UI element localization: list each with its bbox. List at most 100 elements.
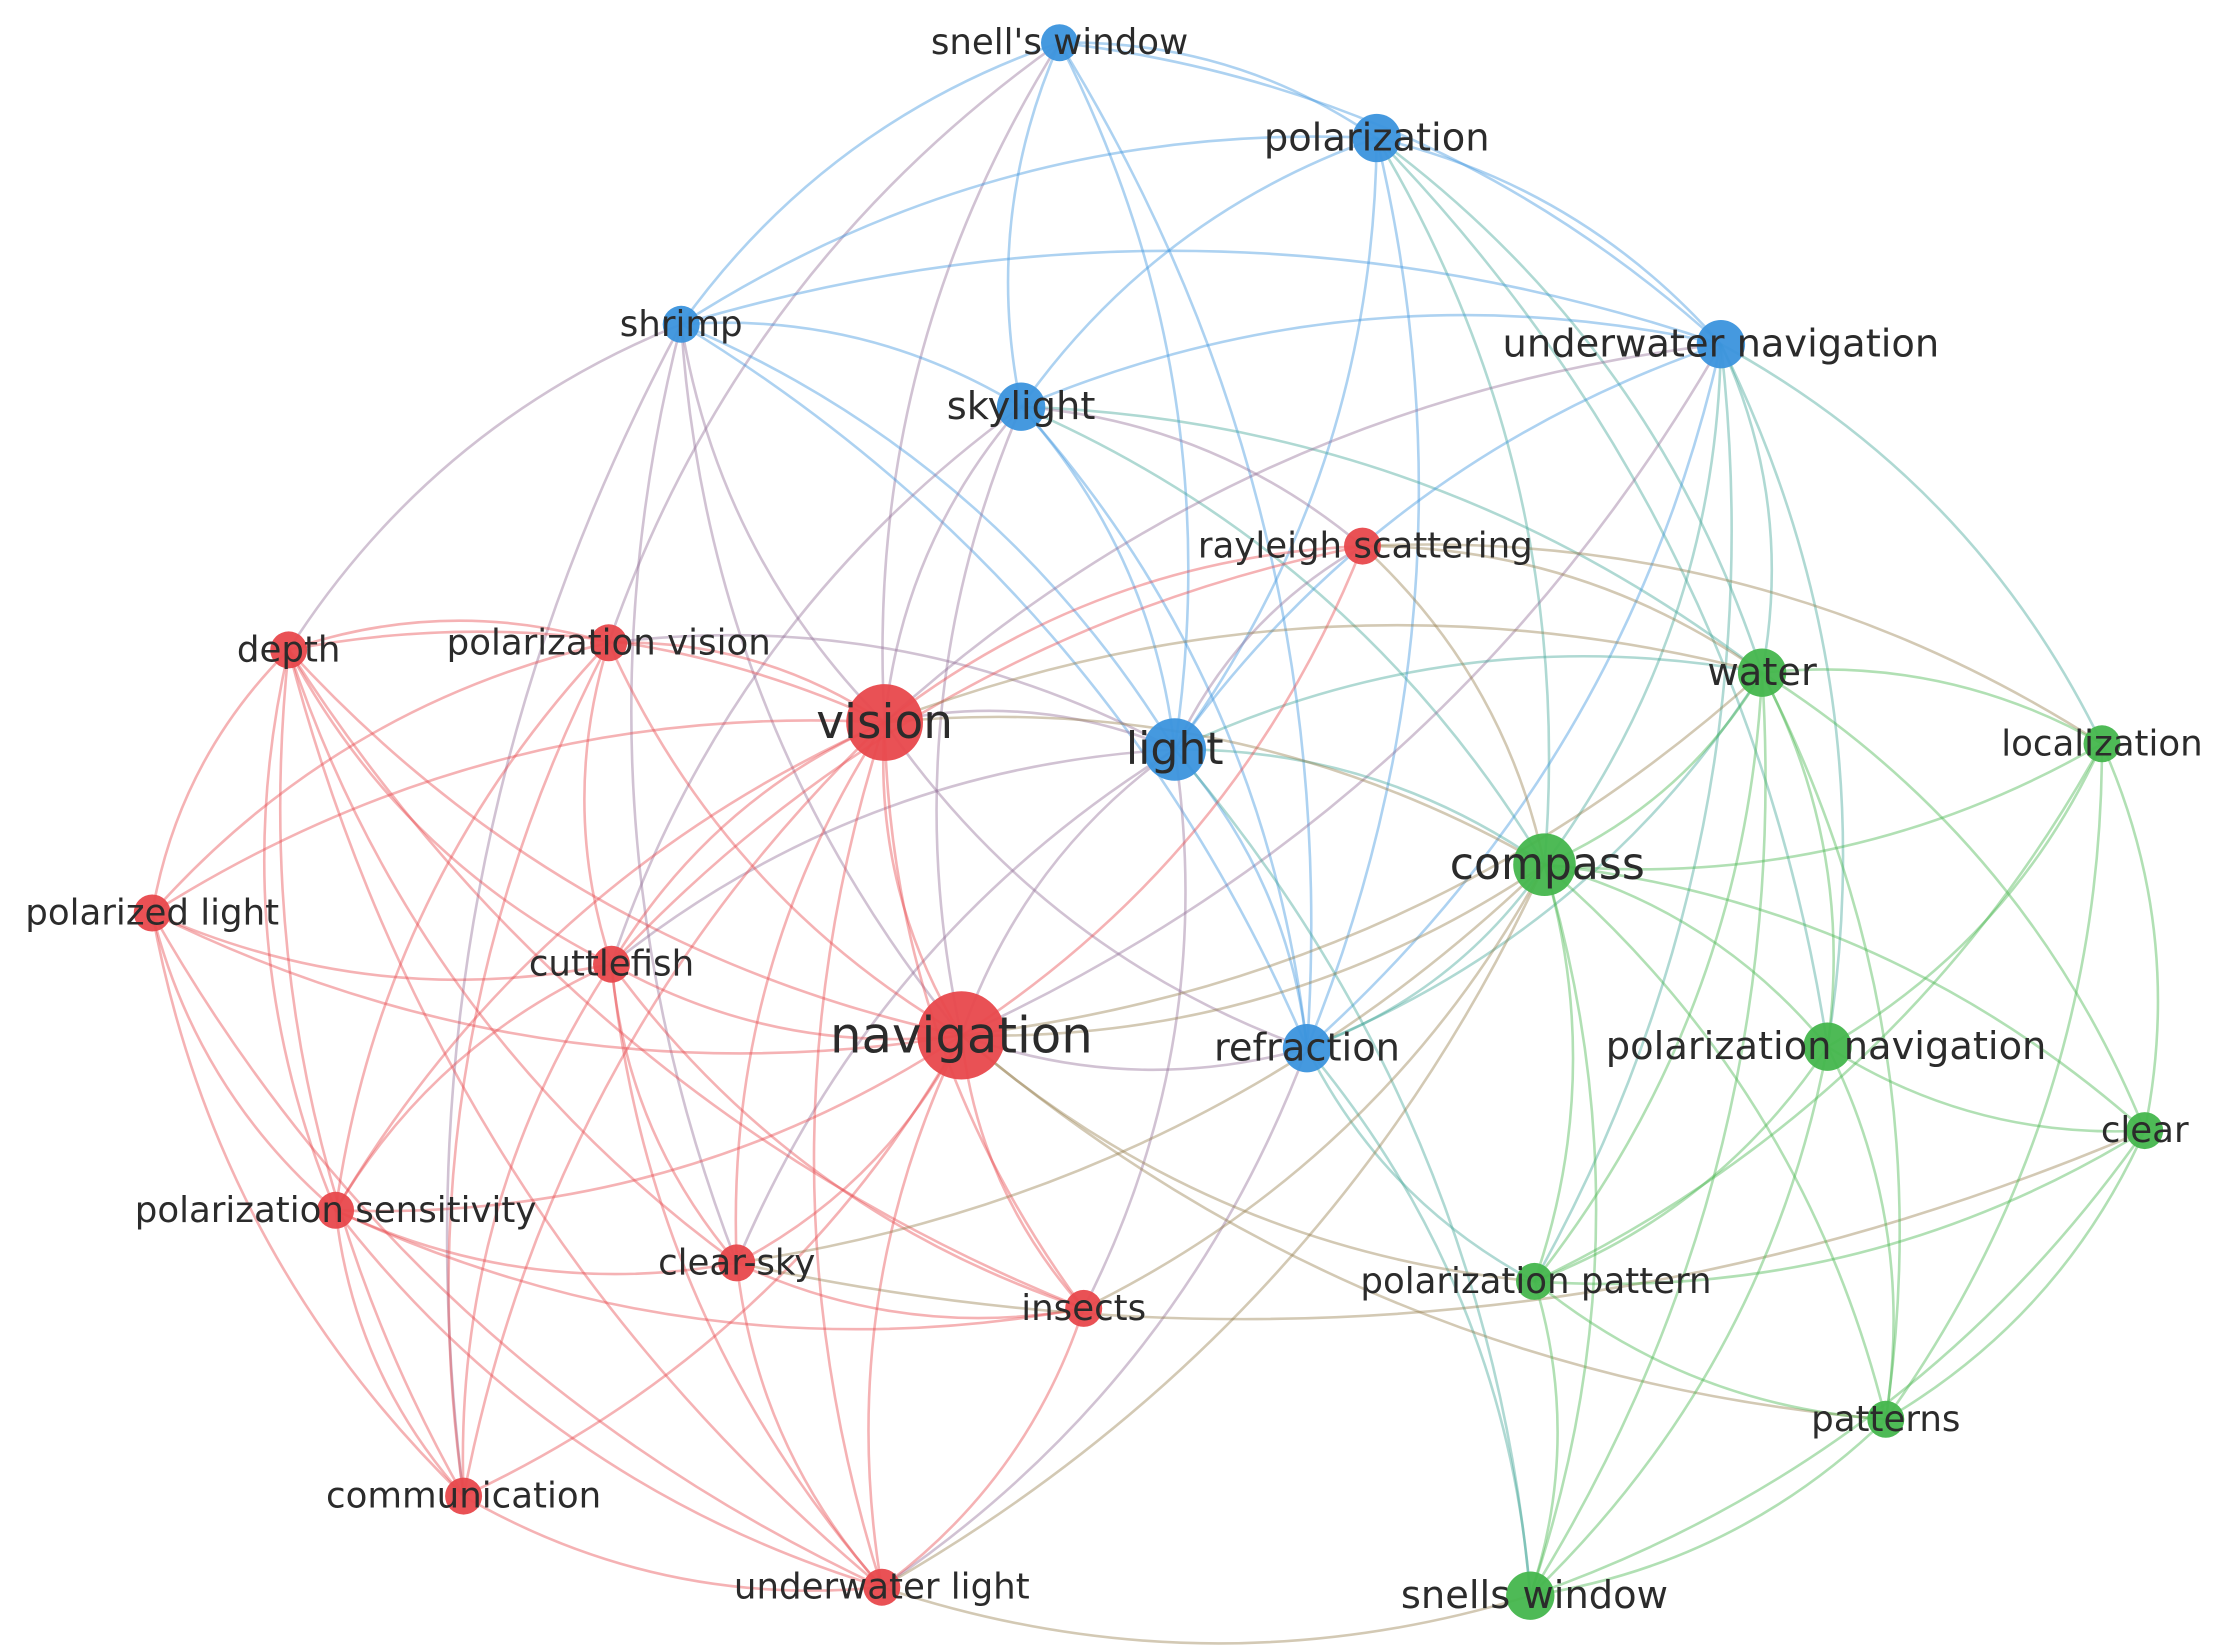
edge-navigation-clear-sky — [736, 1034, 963, 1265]
node-polarization-pattern[interactable] — [1516, 1262, 1553, 1300]
edge-compass-clear — [1544, 863, 2146, 1132]
node-compass[interactable] — [1513, 833, 1576, 896]
node-label-polarization-vision: polarization vision — [447, 622, 771, 663]
edge-water-polarization-navigation — [1760, 672, 1835, 1047]
edge-cuttlefish-navigation — [610, 963, 962, 1041]
node-cuttlefish[interactable] — [593, 945, 630, 983]
node-label-snells-window: snells window — [1401, 1573, 1668, 1618]
edge-polarization-vision-cuttlefish — [583, 642, 613, 965]
edge-underwater-light-compass — [881, 864, 1546, 1589]
node-localization[interactable] — [2083, 725, 2121, 763]
edge-refraction-water — [1306, 671, 1764, 1050]
node-water[interactable] — [1737, 648, 1787, 697]
node-label-communication: communication — [326, 1476, 601, 1517]
edge-snells-window-apostrophe-refraction — [1058, 42, 1313, 1049]
edge-vision-clear-sky — [734, 721, 886, 1263]
node-patterns[interactable] — [1867, 1400, 1905, 1438]
edge-depth-polarized-light — [150, 648, 290, 914]
edge-underwater-navigation-compass — [1543, 344, 1723, 866]
edge-navigation-polarization-pattern — [960, 1034, 1535, 1283]
edge-clear-sky-compass — [736, 863, 1546, 1265]
node-label-skylight: skylight — [947, 384, 1096, 429]
node-navigation[interactable] — [917, 991, 1006, 1080]
edge-clear-patterns — [1885, 1130, 2146, 1421]
edge-water-patterns — [1760, 672, 1901, 1420]
node-underwater-light[interactable] — [863, 1568, 901, 1606]
edge-insects-compass — [1083, 864, 1546, 1310]
node-label-polarization-pattern: polarization pattern — [1360, 1261, 1711, 1302]
edge-vision-water — [884, 623, 1763, 724]
edge-vision-compass — [884, 715, 1546, 866]
edge-insects-underwater-light — [881, 1307, 1085, 1589]
edge-underwater-navigation-navigation — [960, 343, 1723, 1037]
edge-skylight-navigation — [935, 406, 1023, 1036]
node-snells-window[interactable] — [1506, 1571, 1555, 1620]
node-snells-window-apostrophe[interactable] — [1041, 24, 1078, 62]
node-depth[interactable] — [270, 631, 308, 669]
node-insects[interactable] — [1065, 1289, 1103, 1327]
edge-cuttlefish-underwater-light — [610, 964, 883, 1589]
edge-compass-patterns — [1543, 863, 1888, 1420]
edge-shrimp-clear-sky — [630, 323, 738, 1264]
edge-polarization-refraction — [1305, 137, 1421, 1049]
edge-water-snells-window — [1529, 672, 1767, 1597]
edge-depth-cuttlefish — [287, 649, 613, 966]
edge-cuttlefish-polarization-sensitivity — [334, 963, 613, 1211]
node-label-clear-sky: clear-sky — [658, 1242, 815, 1283]
edge-vision-navigation — [881, 722, 963, 1037]
edge-refraction-vision — [883, 721, 1308, 1050]
edge-cuttlefish-insects — [610, 963, 1085, 1310]
edge-clear-sky-insects — [736, 1261, 1084, 1320]
edge-vision-underwater-light — [812, 722, 886, 1588]
edge-polarization-vision-communication — [447, 642, 610, 1497]
node-vision[interactable] — [846, 684, 923, 761]
node-polarization-navigation[interactable] — [1803, 1022, 1852, 1071]
node-polarization-vision[interactable] — [590, 624, 628, 662]
edge-underwater-navigation-polarization-navigation — [1719, 343, 1845, 1047]
node-underwater-navigation[interactable] — [1696, 320, 1746, 369]
node-polarization[interactable] — [1352, 113, 1401, 163]
edge-polarization-polarization-navigation — [1375, 137, 1829, 1047]
edge-water-clear — [1761, 671, 2146, 1132]
edge-vision-polarized-light — [151, 719, 885, 915]
edge-polarized-light-cuttlefish — [151, 911, 612, 982]
node-polarization-sensitivity[interactable] — [317, 1191, 355, 1229]
edge-skylight-water — [1021, 405, 1763, 674]
edge-navigation-water — [961, 671, 1763, 1037]
edge-snells-window-apostrophe-skylight — [1006, 42, 1061, 407]
edge-rayleigh-scattering-water — [1362, 544, 1763, 674]
node-rayleigh-scattering[interactable] — [1344, 527, 1381, 565]
node-skylight[interactable] — [996, 382, 1046, 431]
edge-navigation-compass — [961, 863, 1546, 1038]
edge-polarization-pattern-snells-window — [1529, 1281, 1559, 1597]
node-polarized-light[interactable] — [133, 894, 171, 932]
edge-polarization-light — [1173, 137, 1378, 751]
node-label-depth: depth — [237, 629, 341, 670]
edge-patterns-snells-window — [1530, 1418, 1887, 1597]
edge-refraction-polarization-pattern — [1305, 1047, 1536, 1283]
node-refraction[interactable] — [1282, 1024, 1332, 1073]
node-clear[interactable] — [2126, 1112, 2164, 1150]
node-label-underwater-light: underwater light — [734, 1567, 1030, 1608]
edge-compass-polarization-navigation — [1544, 863, 1829, 1048]
edge-localization-polarization-navigation — [1826, 743, 2104, 1048]
node-shrimp[interactable] — [662, 305, 700, 343]
edge-light-vision — [884, 709, 1176, 751]
edge-refraction-snells-window — [1306, 1047, 1532, 1596]
edge-polarization-navigation-patterns — [1826, 1046, 1895, 1420]
edge-shrimp-navigation — [679, 324, 963, 1037]
edge-depth-clear-sky — [287, 649, 738, 1264]
edge-water-localization — [1761, 668, 2103, 745]
node-light[interactable] — [1143, 718, 1206, 781]
edge-clear-sky-clear — [736, 1129, 2146, 1321]
edge-refraction-compass — [1306, 863, 1546, 1050]
edge-light-water — [1174, 655, 1763, 751]
node-communication[interactable] — [445, 1477, 483, 1515]
edge-vision-communication — [462, 721, 886, 1497]
edge-vision-polarization-sensitivity — [334, 721, 886, 1211]
edge-light-cuttlefish — [610, 748, 1175, 966]
edge-shrimp-vision — [679, 324, 886, 724]
node-label-underwater-navigation: underwater navigation — [1503, 322, 1940, 367]
edge-navigation-polarization-sensitivity — [335, 1034, 963, 1213]
node-clear-sky[interactable] — [718, 1244, 756, 1282]
